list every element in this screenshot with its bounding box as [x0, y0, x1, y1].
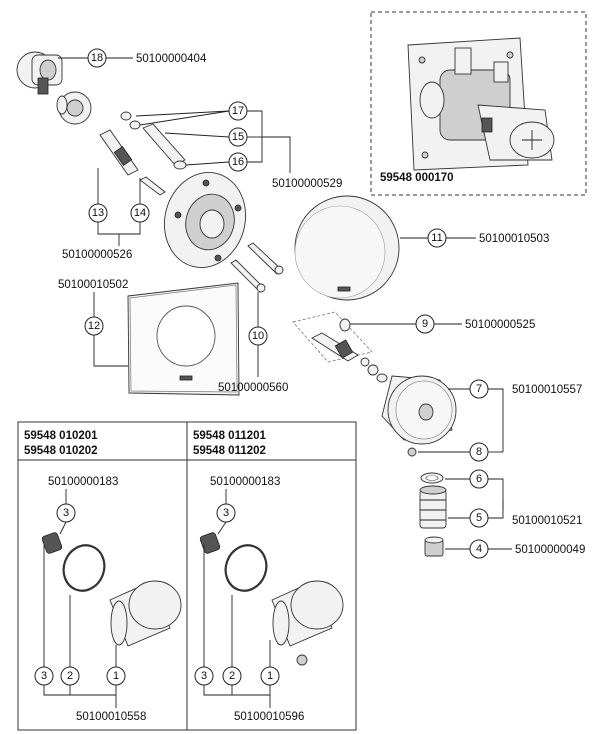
part-12-square-plate	[127, 282, 240, 396]
right-ring	[224, 544, 268, 592]
right-knob	[271, 580, 344, 666]
left-box-code-1: 59548 010201	[24, 430, 98, 442]
part-number-13-14: 50100000526	[62, 249, 132, 261]
part-number-10: 50100000560	[218, 382, 288, 394]
part-number-4: 50100000049	[515, 544, 585, 556]
svg-text:1: 1	[113, 670, 119, 682]
svg-text:2: 2	[67, 670, 73, 682]
svg-text:9: 9	[422, 318, 428, 330]
svg-text:18: 18	[91, 52, 103, 64]
callout-13: 13	[88, 203, 108, 223]
svg-text:14: 14	[134, 207, 146, 219]
part-15-16-17	[99, 111, 187, 196]
svg-text:3: 3	[63, 507, 69, 519]
part-18	[16, 51, 92, 125]
svg-text:1: 1	[267, 670, 273, 682]
inset-code: 59548 000170	[380, 172, 454, 184]
part-number-18: 50100000404	[136, 53, 207, 65]
callout-7: 7	[469, 379, 489, 399]
right-box-bottom-part: 50100010596	[234, 711, 304, 723]
svg-text:10: 10	[252, 330, 264, 342]
right-callout-3: 3	[194, 666, 214, 686]
left-ring	[62, 544, 106, 592]
right-spring	[199, 532, 221, 554]
left-box-top-part: 50100000183	[48, 476, 118, 488]
bottom-boxes	[17, 421, 357, 731]
right-callout-1: 1	[260, 666, 280, 686]
callout-9: 9	[415, 314, 435, 334]
inset-box: 59548 000170	[370, 11, 587, 196]
left-callout-3: 3	[34, 666, 54, 686]
part-7-handle	[381, 375, 457, 445]
part-number-7-8: 50100010557	[512, 384, 582, 396]
svg-text:4: 4	[476, 543, 482, 555]
part-6-ring	[420, 472, 444, 484]
left-callout-2: 2	[60, 666, 80, 686]
part-11-cover	[294, 195, 400, 301]
left-spring	[41, 532, 63, 554]
svg-text:3: 3	[223, 507, 229, 519]
left-callout-1: 1	[106, 666, 126, 686]
callout-8: 8	[469, 442, 489, 462]
svg-text:12: 12	[88, 320, 100, 332]
left-box-code-2: 59548 010202	[24, 445, 98, 457]
callout-16: 16	[228, 152, 248, 172]
callout-5: 5	[469, 508, 489, 528]
part-number-9: 50100000525	[465, 319, 535, 331]
mounting-flange	[163, 172, 247, 268]
callout-12: 12	[84, 316, 104, 336]
svg-text:8: 8	[476, 446, 482, 458]
svg-text:15: 15	[232, 131, 244, 143]
right-callout-2: 2	[222, 666, 242, 686]
left-box-bottom-part: 50100010558	[76, 711, 146, 723]
part-9-cartridge	[292, 311, 388, 383]
callout-18: 18	[87, 48, 107, 68]
svg-text:13: 13	[92, 207, 104, 219]
left-knob	[109, 580, 182, 647]
part-number-5-6: 50100010521	[512, 515, 582, 527]
svg-text:11: 11	[431, 232, 442, 244]
left-callout-3-top: 3	[56, 503, 76, 523]
part-8-ball	[407, 447, 417, 457]
right-box-code-2: 59548 011202	[193, 445, 266, 457]
svg-text:6: 6	[476, 473, 482, 485]
part-4-adapter	[424, 536, 444, 557]
callout-10: 10	[248, 326, 268, 346]
part-5-cartridge	[419, 485, 447, 529]
callout-14: 14	[130, 203, 150, 223]
right-callout-3-top: 3	[216, 503, 236, 523]
svg-text:3: 3	[41, 670, 47, 682]
svg-text:5: 5	[476, 512, 482, 524]
callout-6: 6	[469, 469, 489, 489]
part-number-11: 50100010503	[479, 233, 549, 245]
callout-11: 11	[427, 228, 447, 248]
svg-text:17: 17	[232, 105, 244, 117]
callout-15: 15	[228, 127, 248, 147]
part-number-12: 50100010502	[58, 279, 128, 291]
part-number-15-16-17: 50100000529	[272, 178, 342, 190]
callout-17: 17	[228, 101, 248, 121]
part-10-screws	[230, 242, 284, 293]
svg-text:2: 2	[229, 670, 235, 682]
callout-4: 4	[469, 539, 489, 559]
svg-text:7: 7	[476, 383, 482, 395]
svg-text:16: 16	[232, 156, 244, 168]
svg-text:3: 3	[201, 670, 207, 682]
right-box-code-1: 59548 011201	[193, 430, 267, 442]
right-box-top-part: 50100000183	[210, 476, 280, 488]
